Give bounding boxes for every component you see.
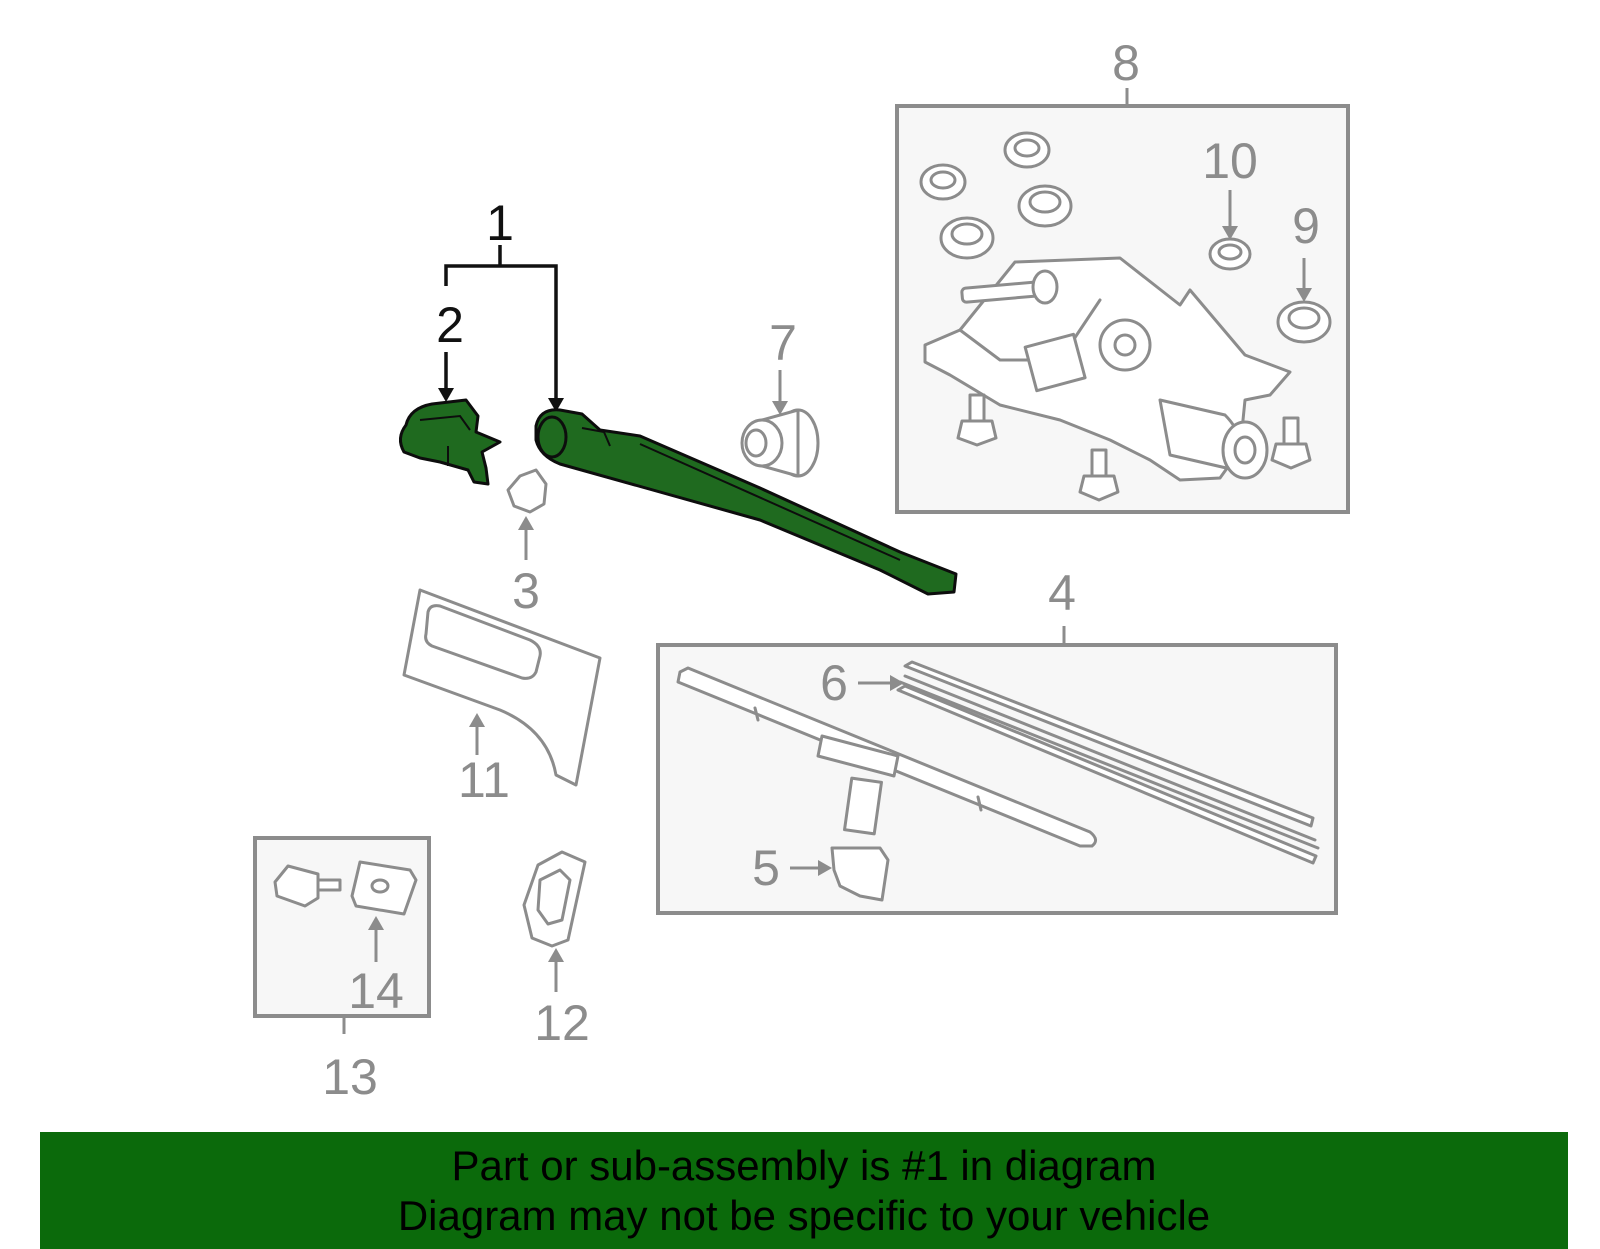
callout-3: 3 [512, 563, 540, 619]
callout-4: 4 [1048, 565, 1076, 621]
motor-assembly-group[interactable] [895, 88, 1350, 514]
callout-13: 13 [322, 1049, 378, 1105]
callout-6: 6 [820, 655, 848, 711]
callout-7: 7 [769, 315, 797, 371]
callout-5: 5 [752, 840, 780, 896]
callout-11: 11 [458, 752, 510, 808]
motor-bolt-icon [956, 393, 1312, 502]
nut-icon [506, 468, 548, 514]
wiper-blade-icon [676, 666, 1097, 848]
callout-2: 2 [436, 297, 464, 353]
washer-nozzle-group[interactable] [253, 836, 431, 1034]
blade-clip-icon [830, 846, 890, 902]
cover-plate-icon [402, 588, 602, 787]
wiper-arm-icon [534, 408, 958, 596]
wiper-refill-icon [896, 660, 1320, 865]
callout-1: 1 [486, 195, 514, 251]
wiper-blade-group[interactable] [656, 626, 1338, 915]
bracket-icon [522, 850, 587, 948]
nozzle-seal-icon [350, 860, 418, 916]
nut-group[interactable] [506, 468, 548, 560]
info-banner: Part or sub-assembly is #1 in diagram Di… [40, 1132, 1568, 1249]
callout-9: 9 [1292, 198, 1320, 254]
callout-12: 12 [534, 995, 590, 1051]
pivot-cap-group[interactable] [740, 370, 820, 478]
banner-line-1: Part or sub-assembly is #1 in diagram [451, 1141, 1157, 1189]
banner-line-2: Diagram may not be specific to your vehi… [397, 1191, 1211, 1239]
washer-nozzle-icon [273, 864, 342, 908]
wiper-arm-group[interactable] [399, 245, 958, 596]
pivot-cap-icon [740, 408, 820, 478]
bracket-group[interactable] [522, 850, 587, 992]
cover-plate-group[interactable] [402, 588, 602, 787]
wiper-blade-box [656, 643, 1338, 915]
arm-cover-icon [399, 398, 502, 486]
wiper-motor-icon [923, 256, 1292, 482]
callout-10: 10 [1202, 133, 1258, 189]
callout-8: 8 [1112, 35, 1140, 91]
callout-14: 14 [348, 963, 404, 1019]
